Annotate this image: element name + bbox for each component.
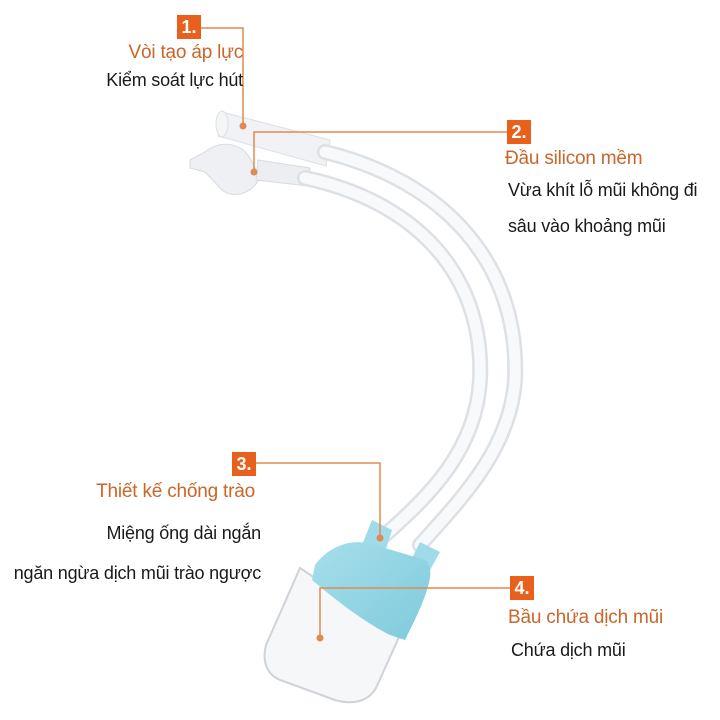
callout-3-title: Thiết kế chống trào [96, 481, 255, 502]
callout-4-title: Bầu chứa dịch mũi [508, 607, 664, 628]
collection-bulb [263, 542, 431, 704]
callout-3-desc-line-2: ngăn ngừa dịch mũi trào ngược [13, 563, 261, 583]
callout-2-desc-line-2: sâu vào khoảng mũi [508, 216, 666, 236]
callout-1-desc: Kiểm soát lực hút [106, 70, 243, 90]
callout-3-number: 3. [232, 452, 256, 476]
silicone-tip [189, 143, 311, 195]
tubes [297, 144, 524, 553]
callout-2-desc-line-1: Vừa khít lỗ mũi không đi [508, 180, 698, 200]
callout-4-desc: Chứa dịch mũi [511, 640, 626, 660]
leader-dots [239, 122, 384, 642]
callout-2-number: 2. [507, 120, 531, 144]
callout-1-title: Vòi tạo áp lực [128, 42, 244, 63]
callout-3-desc-line-1: Miệng ống dài ngắn [106, 523, 261, 543]
callout-1-number: 1. [177, 15, 201, 39]
callout-2-title: Đầu silicon mềm [505, 148, 643, 169]
leader-lines [200, 27, 510, 638]
callout-4-number: 4. [510, 576, 534, 600]
